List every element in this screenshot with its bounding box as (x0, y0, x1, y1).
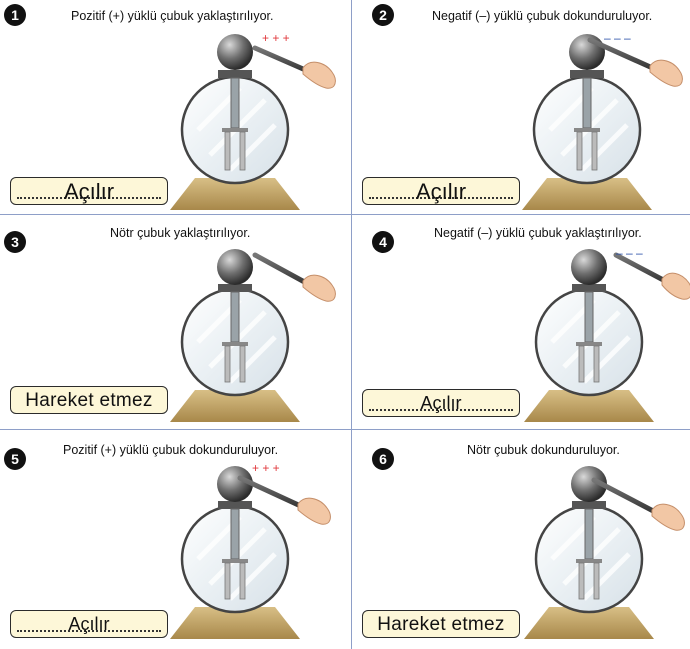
electroscope-illustration: + + + (170, 461, 331, 639)
electroscope (170, 249, 300, 422)
panel-caption: Negatif (–) yüklü çubuk yaklaştırılıyor. (434, 226, 642, 240)
panel-caption: Pozitif (+) yüklü çubuk dokunduruluyor. (63, 443, 279, 457)
electroscope (524, 249, 654, 422)
dotted-line (17, 630, 161, 632)
dotted-line (369, 409, 513, 411)
panel-caption: Nötr çubuk yaklaştırılıyor. (110, 226, 251, 240)
charged-rod: – – – (587, 31, 683, 87)
electroscope (170, 466, 300, 639)
charge-symbols: – – – (616, 246, 643, 260)
panel-caption: Nötr çubuk dokunduruluyor. (467, 443, 620, 457)
charge-symbols: + + + (252, 461, 280, 475)
dotted-line (369, 197, 513, 199)
neutral-rod (591, 477, 685, 531)
panel-number: 4 (372, 231, 394, 253)
answer-text: Açılır (68, 614, 110, 634)
horizontal-divider-1 (0, 214, 690, 215)
vertical-divider (351, 0, 352, 649)
charge-symbols: + + + (262, 31, 290, 45)
answer-text: Açılır (420, 393, 462, 413)
panel-6: 6 Nötr çubuk dokunduruluyor. Hareket etm… (352, 430, 690, 646)
electroscope-illustration (524, 466, 685, 639)
dotted-line (17, 197, 161, 199)
answer-text: Açılır (63, 179, 115, 204)
panel-4: 4 Negatif (–) yüklü çubuk yaklaştırılıyo… (352, 215, 690, 431)
electroscope-illustration: – – – (524, 246, 690, 422)
panel-2: 2 Negatif (–) yüklü çubuk dokunduruluyor… (352, 0, 690, 216)
panel-5: 5 Pozitif (+) yüklü çubuk dokunduruluyor… (0, 430, 345, 646)
answer-box[interactable]: Hareket etmez (362, 610, 520, 638)
panel-number: 6 (372, 448, 394, 470)
panel-number: 2 (372, 4, 394, 26)
panel-number: 5 (4, 448, 26, 470)
charged-rod: – – – (613, 246, 690, 300)
charged-rod: + + + (237, 461, 331, 525)
panel-1: 1 Pozitif (+) yüklü çubuk yaklaştırılıyo… (0, 0, 345, 216)
panel-3: 3 Nötr çubuk yaklaştırılıyor. Hareket et… (0, 215, 345, 431)
electroscope (170, 34, 300, 210)
answer-text: Hareket etmez (377, 614, 505, 635)
answer-box[interactable]: Açılır (10, 610, 168, 638)
charge-symbols: – – – (604, 31, 631, 45)
electroscope-illustration: + + + (170, 31, 336, 210)
electroscope-illustration (170, 249, 336, 422)
answer-box[interactable]: Hareket etmez (10, 386, 168, 414)
answer-box[interactable]: Açılır (362, 389, 520, 417)
answer-text: Hareket etmez (25, 390, 153, 411)
panel-caption: Pozitif (+) yüklü çubuk yaklaştırılıyor. (71, 9, 274, 23)
neutral-rod (252, 252, 336, 302)
electroscope (524, 466, 654, 639)
answer-box[interactable]: Açılır (362, 177, 520, 205)
panel-number: 1 (4, 4, 26, 26)
answer-text: Açılır (415, 179, 467, 204)
horizontal-divider-2 (0, 429, 690, 430)
charged-rod: + + + (252, 31, 336, 89)
answer-box[interactable]: Açılır (10, 177, 168, 205)
electroscope-illustration: – – – (522, 31, 683, 210)
panel-caption: Negatif (–) yüklü çubuk dokunduruluyor. (432, 9, 653, 23)
panel-number: 3 (4, 231, 26, 253)
